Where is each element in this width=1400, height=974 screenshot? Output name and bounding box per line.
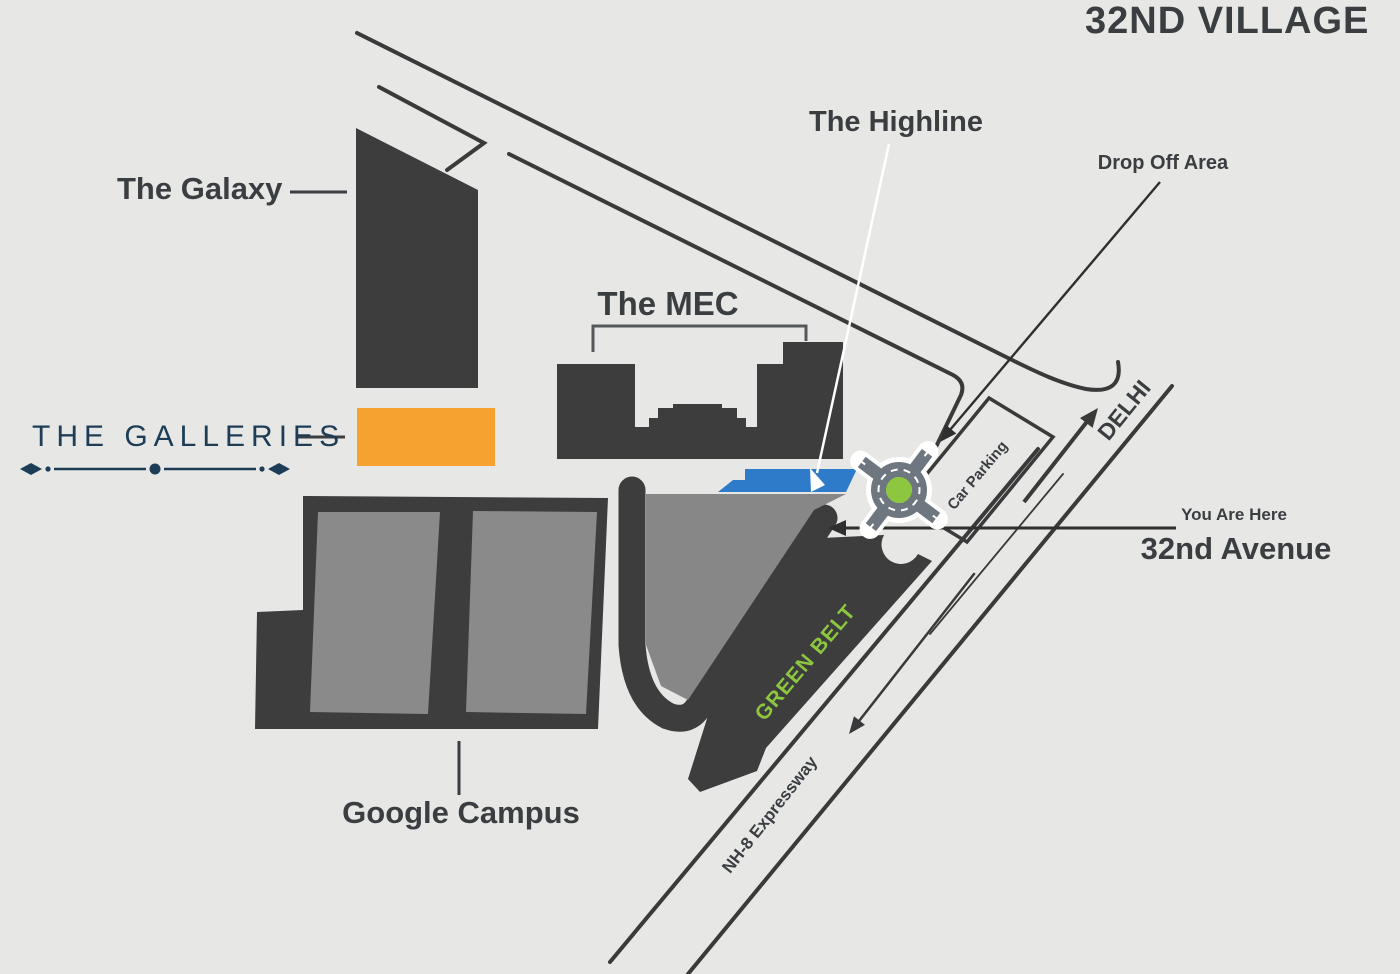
mec-building (557, 342, 843, 459)
galleries-label: THE GALLERIES (32, 420, 346, 453)
main-road-lines (355, 31, 1121, 453)
avenue-label: 32nd Avenue (1140, 531, 1332, 566)
highline-pointer-icon (810, 468, 825, 492)
drop-off-pointer-line (943, 181, 1161, 438)
google-campus-label: Google Campus (342, 795, 580, 830)
green-belt-strip (688, 535, 932, 792)
drop-off-label: Drop Off Area (1097, 152, 1229, 174)
you-are-here-label: You Are Here (1181, 505, 1287, 524)
galaxy-label: The Galaxy (117, 171, 283, 206)
district-dark-border (618, 476, 838, 732)
car-parking-outline (900, 395, 1056, 545)
mec-label: The MEC (597, 285, 739, 322)
map-title: 32ND VILLAGE (1085, 0, 1370, 42)
google-campus-courtyard-left (310, 512, 440, 714)
highline-pointer-line (815, 143, 891, 474)
district-gray-area (646, 494, 846, 700)
roundabout-icon (850, 441, 948, 539)
galaxy-building (356, 128, 478, 388)
galleries-building (357, 408, 495, 466)
mec-bracket (591, 324, 808, 352)
nh8-road-lines (608, 384, 1174, 974)
galleries-ornament-icon (20, 463, 290, 475)
drop-off-arrowhead (940, 424, 957, 442)
google-campus-courtyard-right (466, 511, 597, 714)
avenue-arrowhead (828, 520, 846, 536)
delhi-arrowhead (1079, 408, 1098, 428)
delhi-arrow (1022, 412, 1095, 504)
highline-label: The Highline (809, 106, 983, 138)
highline-building (718, 469, 857, 492)
nh8-direction-arrowhead (849, 716, 865, 734)
